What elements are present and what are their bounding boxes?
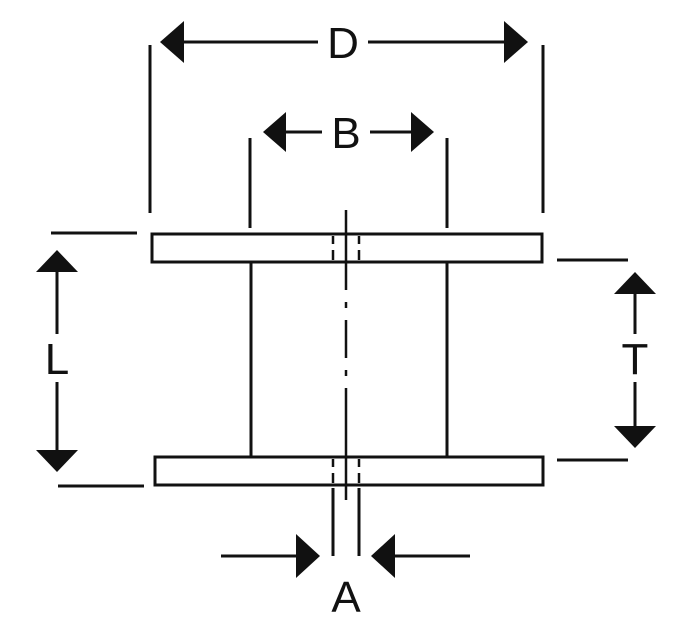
l-arrow-bottom [36,450,78,472]
dimension-b: B [263,108,434,158]
b-arrow-left [263,112,286,152]
dimension-d: D [160,18,528,68]
dimension-a: A [221,534,470,622]
dimension-t: T [557,258,656,462]
spool-body [150,232,545,487]
t-arrow-bottom [614,426,656,448]
bore-hidden-lines [331,236,361,483]
d-label: D [327,19,359,68]
a-arrow-left [296,534,320,578]
d-arrow-left [160,21,184,63]
bottom-flange [153,455,545,487]
l-arrow-top [36,250,78,272]
t-arrow-top [614,272,656,294]
a-label: A [331,573,361,622]
l-label: L [45,335,69,384]
t-label: T [622,335,649,384]
a-arrow-right [371,534,395,578]
d-arrow-right [504,21,528,63]
b-label: B [331,109,360,158]
b-arrow-right [411,112,434,152]
dimension-l: L [36,231,144,488]
